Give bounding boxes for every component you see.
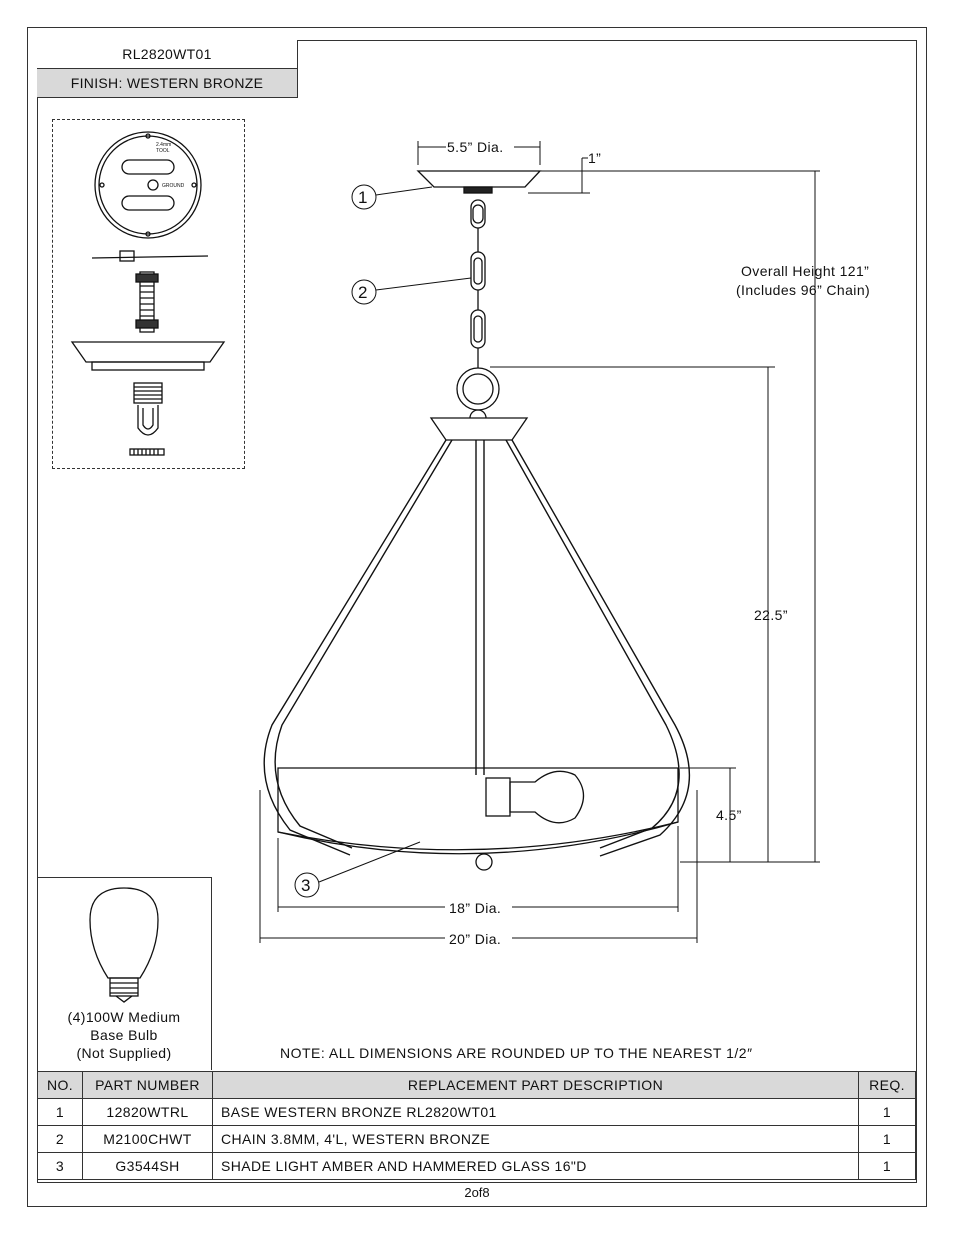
chain-icon [470,199,486,368]
bulb-line-2: Base Bulb [90,1027,158,1043]
callout-1 [351,184,433,210]
dimension-note: NOTE: ALL DIMENSIONS ARE ROUNDED UP TO T… [280,1045,753,1061]
bulb-line-1: (4)100W Medium [67,1009,181,1025]
cell-description: CHAIN 3.8MM, 4'L, WESTERN BRONZE [212,1125,859,1153]
dim-body-height [490,366,775,862]
body-height-label: 22.5” [754,607,788,623]
page-number: 2of8 [464,1185,490,1200]
cell-req: 1 [858,1152,916,1180]
overall-height-note: (Includes 96” Chain) [736,282,870,298]
callout-2-label: 2 [358,283,368,302]
fixture-arms-icon [263,439,691,857]
callout-2 [351,277,472,305]
crossbar-icon [91,250,209,262]
callout-1-label: 1 [358,188,368,207]
model-number: RL2820WT01 [37,40,297,69]
col-req: REQ. [858,1071,916,1099]
table-row: 1 12820WTRL BASE WESTERN BRONZE RL2820WT… [37,1098,916,1126]
col-no: NO. [37,1071,83,1099]
dim-canopy-height [528,157,820,194]
lock-nut-icon [129,448,165,456]
cell-part-number: G3544SH [82,1152,213,1180]
bulb-info-box: (4)100W Medium Base Bulb (Not Supplied) [37,877,212,1070]
table-row: 3 G3544SH SHADE LIGHT AMBER AND HAMMERED… [37,1152,916,1180]
canopy-dia-label: 5.5” Dia. [447,139,504,155]
cell-req: 1 [858,1125,916,1153]
callout-3-label: 3 [301,876,311,895]
dim-shade-dia [277,826,679,912]
table-row: 2 M2100CHWT CHAIN 3.8MM, 4'L, WESTERN BR… [37,1125,916,1153]
dim-canopy-dia [417,141,541,165]
canopy-icon [70,341,226,371]
parts-table: NO. PART NUMBER REPLACEMENT PART DESCRIP… [37,1071,916,1180]
overall-height-label: Overall Height 121” [741,263,869,279]
ceiling-canopy-icon [416,170,542,194]
plate-text-3: GROUND [162,183,185,189]
plate-text-2: TOOL [156,148,170,154]
mounting-plate-icon [94,131,202,239]
canopy-height-label: 1” [588,150,601,166]
cell-part-number: 12820WTRL [82,1098,213,1126]
threaded-nipple-icon [135,271,159,333]
light-bulb-icon [485,770,585,824]
page-border-outer [27,27,927,1207]
bulb-line-3: (Not Supplied) [76,1045,172,1061]
table-header-row: NO. PART NUMBER REPLACEMENT PART DESCRIP… [37,1071,916,1099]
cell-no: 3 [37,1152,83,1180]
callout-3 [294,841,421,898]
cell-req: 1 [858,1098,916,1126]
cell-no: 2 [37,1125,83,1153]
plate-text-1: 2.4mm [156,142,171,148]
cell-part-number: M2100CHWT [82,1125,213,1153]
cell-description: BASE WESTERN BRONZE RL2820WT01 [212,1098,859,1126]
cell-description: SHADE LIGHT AMBER AND HAMMERED GLASS 16"… [212,1152,859,1180]
dim-fixture-dia [259,790,698,943]
mounting-hardware-box [52,119,245,469]
fixture-ring-icon [429,367,529,441]
cell-no: 1 [37,1098,83,1126]
col-part-number: PART NUMBER [82,1071,213,1099]
shade-height-label: 4.5” [716,807,742,823]
finish-label: FINISH: WESTERN BRONZE [37,69,297,97]
fixture-dia-label: 20” Dia. [449,931,501,947]
page-border-inner [37,40,917,1183]
col-description: REPLACEMENT PART DESCRIPTION [212,1071,859,1099]
shade-dia-label: 18” Dia. [449,900,501,916]
canopy-loop-icon [133,382,163,436]
dim-shade-height [680,767,736,862]
shade-icon [277,767,679,855]
model-info-box: RL2820WT01 FINISH: WESTERN BRONZE [37,40,298,98]
dim-overall-height [680,171,820,863]
bulb-icon [89,887,159,1003]
